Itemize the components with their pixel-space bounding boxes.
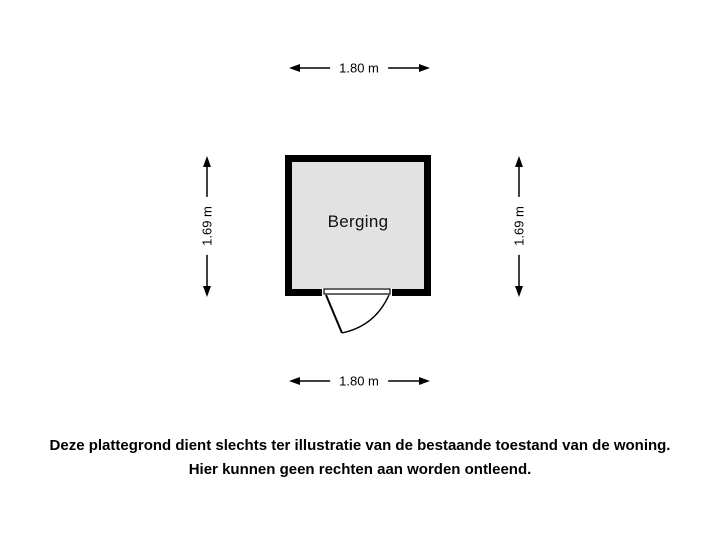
arrowhead-right-icon (419, 377, 430, 385)
room-berging: Berging (285, 155, 431, 296)
disclaimer-line2: Hier kunnen geen rechten aan worden ontl… (188, 461, 532, 478)
arrowhead-left-icon (289, 377, 300, 385)
dimension-label-right: 1.69 m (508, 197, 530, 255)
arrowhead-up-icon (203, 156, 211, 167)
dimension-label-bottom: 1.80 m (330, 370, 388, 392)
arrowhead-right-icon (419, 64, 430, 72)
arrowhead-down-icon (203, 286, 211, 297)
arrowhead-up-icon (515, 156, 523, 167)
dimension-label-top: 1.80 m (330, 57, 388, 79)
dimension-label-left: 1.69 m (196, 197, 218, 255)
disclaimer-line1: Deze plattegrond dient slechts ter illus… (49, 437, 671, 454)
arrowhead-down-icon (515, 286, 523, 297)
room-label: Berging (327, 211, 389, 231)
arrowhead-left-icon (289, 64, 300, 72)
disclaimer: Deze plattegrond dient slechts ter illus… (0, 434, 720, 482)
